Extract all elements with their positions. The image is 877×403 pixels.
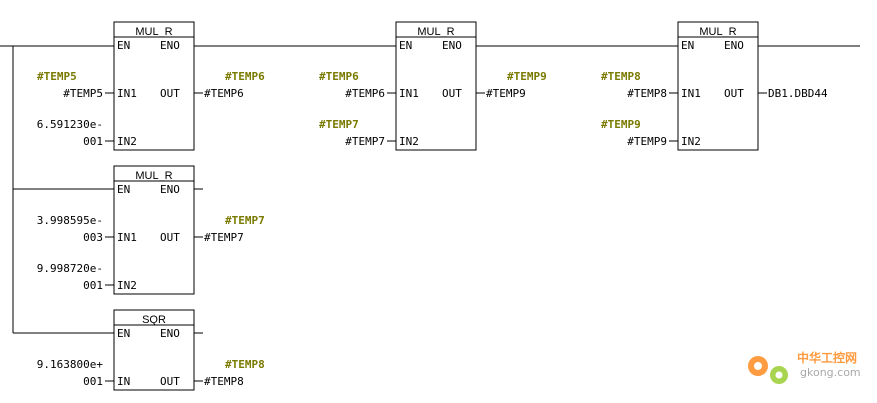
symbol-out: #TEMP6 <box>225 70 265 83</box>
block-sqr[interactable]: SQR EN ENO IN 9.163800e+ 001 OUT #TEMP8 … <box>37 309 265 391</box>
operand-out[interactable]: DB1.DBD44 <box>768 87 828 100</box>
block-type-label: MUL_R <box>135 26 172 38</box>
operand-in2[interactable]: #TEMP7 <box>345 135 385 148</box>
symbol-in2: #TEMP9 <box>601 118 641 131</box>
pin-in2: IN2 <box>399 135 419 148</box>
en-label: EN <box>681 39 694 52</box>
block-type-label: MUL_R <box>699 26 736 38</box>
symbol-in1: #TEMP5 <box>37 70 77 83</box>
watermark-line1: 中华工控网 <box>797 350 857 365</box>
pin-out: OUT <box>160 375 180 388</box>
operand-in1[interactable]: #TEMP6 <box>345 87 385 100</box>
block-mul-r-3[interactable]: MUL_R EN ENO IN1 #TEMP8 #TEMP8 IN2 #TEMP… <box>601 21 828 151</box>
eno-label: ENO <box>160 183 180 196</box>
block-frame <box>395 21 477 151</box>
operand-in1-exp[interactable]: 003 <box>83 231 103 244</box>
symbol-in1: #TEMP6 <box>319 70 359 83</box>
en-label: EN <box>117 183 130 196</box>
pin-in: IN <box>117 375 130 388</box>
operand-in2-exp[interactable]: 001 <box>83 279 103 292</box>
pin-out: OUT <box>160 87 180 100</box>
operand-out[interactable]: #TEMP6 <box>204 87 244 100</box>
pin-in2: IN2 <box>681 135 701 148</box>
pin-out: OUT <box>442 87 462 100</box>
symbol-out: #TEMP8 <box>225 358 265 371</box>
operand-in2[interactable]: #TEMP9 <box>627 135 667 148</box>
pin-in1: IN1 <box>117 87 137 100</box>
block-mul-r-2[interactable]: MUL_R EN ENO IN1 #TEMP6 #TEMP6 IN2 #TEMP… <box>319 21 547 151</box>
operand-in1[interactable]: 3.998595e- <box>37 214 103 227</box>
pin-out: OUT <box>160 231 180 244</box>
block-frame <box>113 165 195 295</box>
pin-in2: IN2 <box>117 135 137 148</box>
symbol-out: #TEMP9 <box>507 70 547 83</box>
block-mul-r-1[interactable]: MUL_R EN ENO IN1 #TEMP5 #TEMP5 IN2 6.591… <box>37 21 265 151</box>
operand-out[interactable]: #TEMP7 <box>204 231 244 244</box>
block-type-label: SQR <box>142 314 166 326</box>
pin-in1: IN1 <box>399 87 419 100</box>
gkong-watermark: 中华工控网 gkong.com <box>748 350 861 384</box>
block-frame <box>113 21 195 151</box>
block-type-label: MUL_R <box>417 26 454 38</box>
en-label: EN <box>117 39 130 52</box>
operand-in[interactable]: 9.163800e+ <box>37 358 104 371</box>
pin-in1: IN1 <box>681 87 701 100</box>
en-label: EN <box>117 327 130 340</box>
en-label: EN <box>399 39 412 52</box>
pin-out: OUT <box>724 87 744 100</box>
operand-out[interactable]: #TEMP8 <box>204 375 244 388</box>
eno-label: ENO <box>724 39 744 52</box>
gear-icon <box>748 356 788 384</box>
operand-in-exp[interactable]: 001 <box>83 375 103 388</box>
operand-out[interactable]: #TEMP9 <box>486 87 526 100</box>
operand-in2-exp[interactable]: 001 <box>83 135 103 148</box>
operand-in1[interactable]: #TEMP8 <box>627 87 667 100</box>
operand-in2[interactable]: 9.998720e- <box>37 262 103 275</box>
operand-in2[interactable]: 6.591230e- <box>37 118 103 131</box>
pin-in2: IN2 <box>117 279 137 292</box>
block-frame <box>677 21 759 151</box>
block-mul-r-4[interactable]: MUL_R EN ENO IN1 3.998595e- 003 IN2 9.99… <box>37 165 265 295</box>
block-type-label: MUL_R <box>135 170 172 182</box>
eno-label: ENO <box>442 39 462 52</box>
watermark-line2: gkong.com <box>800 366 861 379</box>
symbol-in2: #TEMP7 <box>319 118 359 131</box>
pin-in1: IN1 <box>117 231 137 244</box>
eno-label: ENO <box>160 39 180 52</box>
operand-in1[interactable]: #TEMP5 <box>63 87 103 100</box>
block-frame <box>113 309 195 391</box>
symbol-out: #TEMP7 <box>225 214 265 227</box>
eno-label: ENO <box>160 327 180 340</box>
symbol-in1: #TEMP8 <box>601 70 641 83</box>
